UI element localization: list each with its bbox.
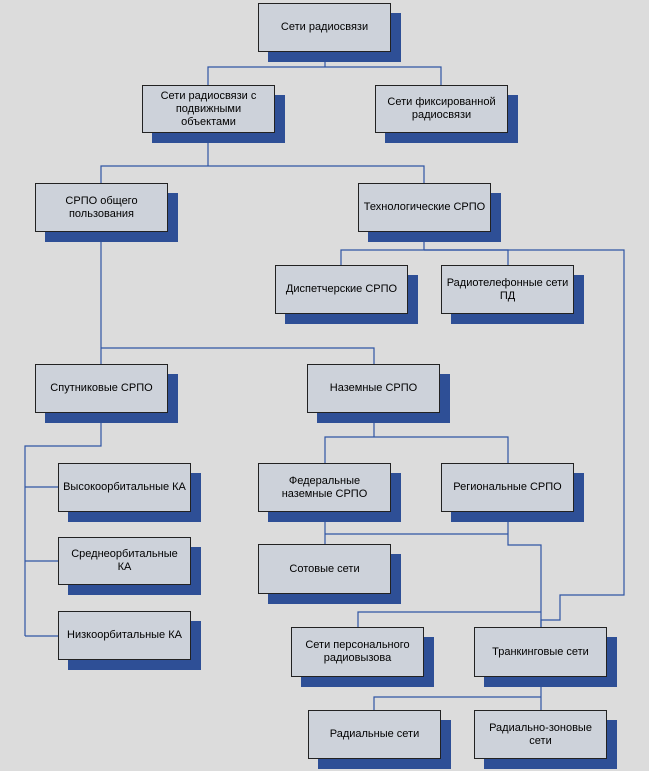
node-satellite-srpo: Спутниковые СРПО bbox=[35, 364, 178, 423]
high-orbit-ka-label: Высокоорбитальные КА bbox=[58, 463, 191, 512]
connector-ground-children bbox=[324, 413, 509, 463]
public-srpo-label: СРПО общего пользования bbox=[35, 183, 168, 232]
node-radio-networks: Сети радиосвязи bbox=[258, 3, 401, 62]
ground-srpo-label: Наземные СРПО bbox=[307, 364, 440, 413]
node-regional-srpo: Региональные СРПО bbox=[441, 463, 584, 522]
low-orbit-ka-label: Низкоорбитальные КА bbox=[58, 611, 191, 660]
radial-zone-networks-label: Радиально-зоновые сети bbox=[474, 710, 607, 759]
node-radial-networks: Радиальные сети bbox=[308, 710, 451, 769]
radial-networks-label: Радиальные сети bbox=[308, 710, 441, 759]
mobile-networks-label: Сети радиосвязи с подвижными объектами bbox=[142, 85, 275, 133]
node-ground-srpo: Наземные СРПО bbox=[307, 364, 450, 423]
connector-satellite-children bbox=[24, 413, 102, 637]
node-low-orbit-ka: Низкоорбитальные КА bbox=[58, 611, 201, 670]
node-high-orbit-ka: Высокоорбитальные КА bbox=[58, 463, 201, 522]
node-radiotelephone-pd: Радиотелефонные сети ПД bbox=[441, 265, 584, 324]
node-paging-networks: Сети персонального радиовызова bbox=[291, 627, 434, 687]
trunking-networks-label: Транкинговые сети bbox=[474, 627, 607, 677]
connector-mobile-children bbox=[100, 133, 425, 183]
node-tech-srpo: Технологические СРПО bbox=[358, 183, 501, 242]
node-cellular-networks: Сотовые сети bbox=[258, 544, 401, 604]
connector-public-children bbox=[100, 232, 375, 364]
node-medium-orbit-ka: Среднеорбитальные КА bbox=[58, 537, 201, 595]
federal-ground-srpo-label: Федеральные наземные СРПО bbox=[258, 463, 391, 512]
radio-networks-label: Сети радиосвязи bbox=[258, 3, 391, 52]
node-public-srpo: СРПО общего пользования bbox=[35, 183, 178, 242]
node-mobile-networks: Сети радиосвязи с подвижными объектами bbox=[142, 85, 285, 143]
node-trunking-networks: Транкинговые сети bbox=[474, 627, 617, 687]
tech-srpo-label: Технологические СРПО bbox=[358, 183, 491, 232]
satellite-srpo-label: Спутниковые СРПО bbox=[35, 364, 168, 413]
node-federal-ground-srpo: Федеральные наземные СРПО bbox=[258, 463, 401, 522]
regional-srpo-label: Региональные СРПО bbox=[441, 463, 574, 512]
paging-networks-label: Сети персонального радиовызова bbox=[291, 627, 424, 677]
node-radial-zone-networks: Радиально-зоновые сети bbox=[474, 710, 617, 769]
medium-orbit-ka-label: Среднеорбитальные КА bbox=[58, 537, 191, 585]
cellular-networks-label: Сотовые сети bbox=[258, 544, 391, 594]
node-fixed-networks: Сети фиксированной радиосвязи bbox=[375, 85, 518, 143]
node-dispatch-srpo: Диспетчерские СРПО bbox=[275, 265, 418, 324]
connector-trunking-children bbox=[373, 677, 542, 710]
radiotelephone-pd-label: Радиотелефонные сети ПД bbox=[441, 265, 574, 314]
dispatch-srpo-label: Диспетчерские СРПО bbox=[275, 265, 408, 314]
fixed-networks-label: Сети фиксированной радиосвязи bbox=[375, 85, 508, 133]
